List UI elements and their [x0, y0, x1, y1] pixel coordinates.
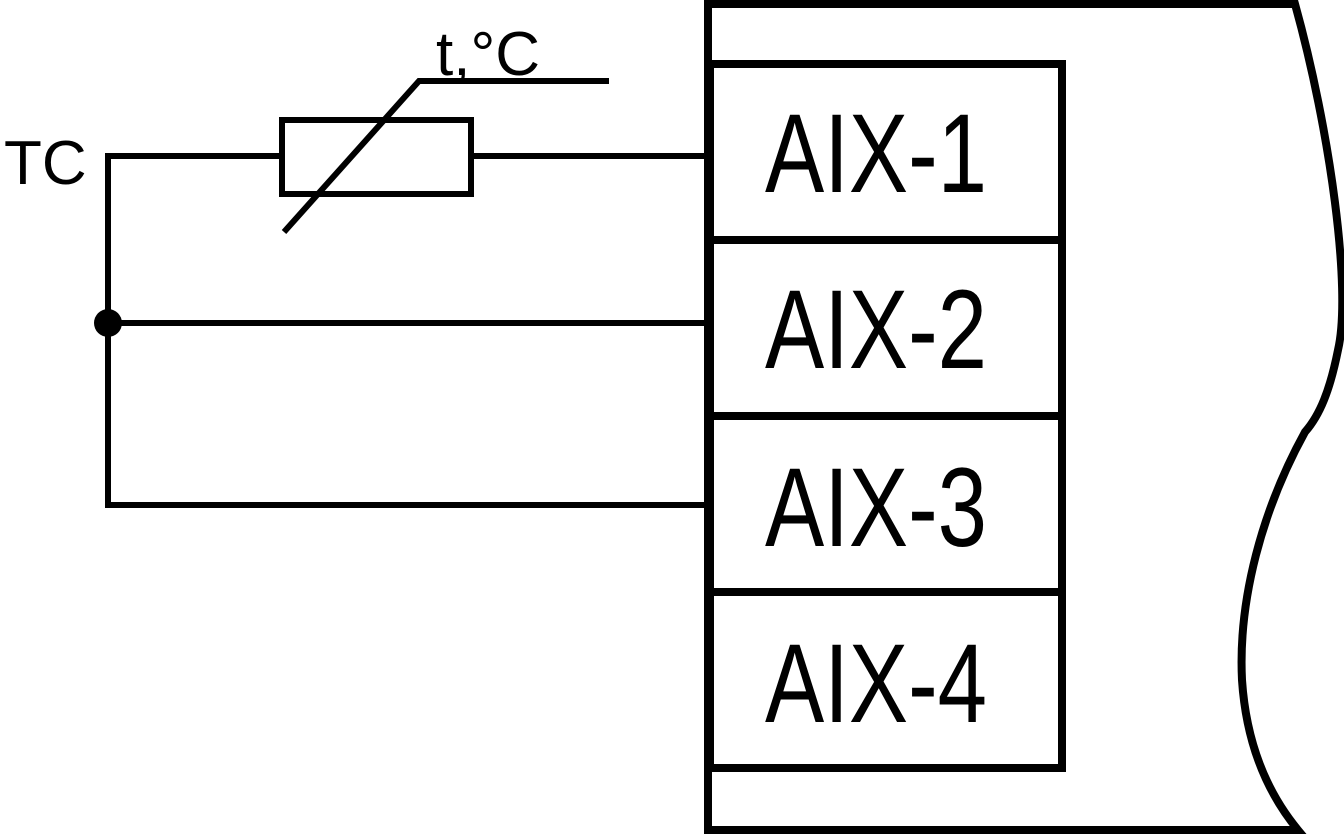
wire-top-left	[105, 153, 282, 505]
sensor-label: TC	[4, 129, 87, 198]
terminal-aix-2-label: AIX-2	[765, 267, 987, 392]
terminal-aix-3-label: AIX-3	[765, 445, 987, 570]
wiring	[94, 153, 708, 508]
junction-dot	[94, 309, 122, 337]
terminal-aix-4-label: AIX-4	[765, 621, 987, 746]
terminal-aix-1-label: AIX-1	[765, 91, 987, 216]
thermistor-arrow	[281, 78, 609, 234]
terminal-block: AIX-1 AIX-2 AIX-3 AIX-4	[706, 60, 1066, 772]
device-housing	[704, 0, 1344, 834]
temperature-label: t,°C	[436, 20, 540, 89]
resistor-body	[279, 117, 474, 197]
thermistor: t,°C	[279, 20, 609, 234]
